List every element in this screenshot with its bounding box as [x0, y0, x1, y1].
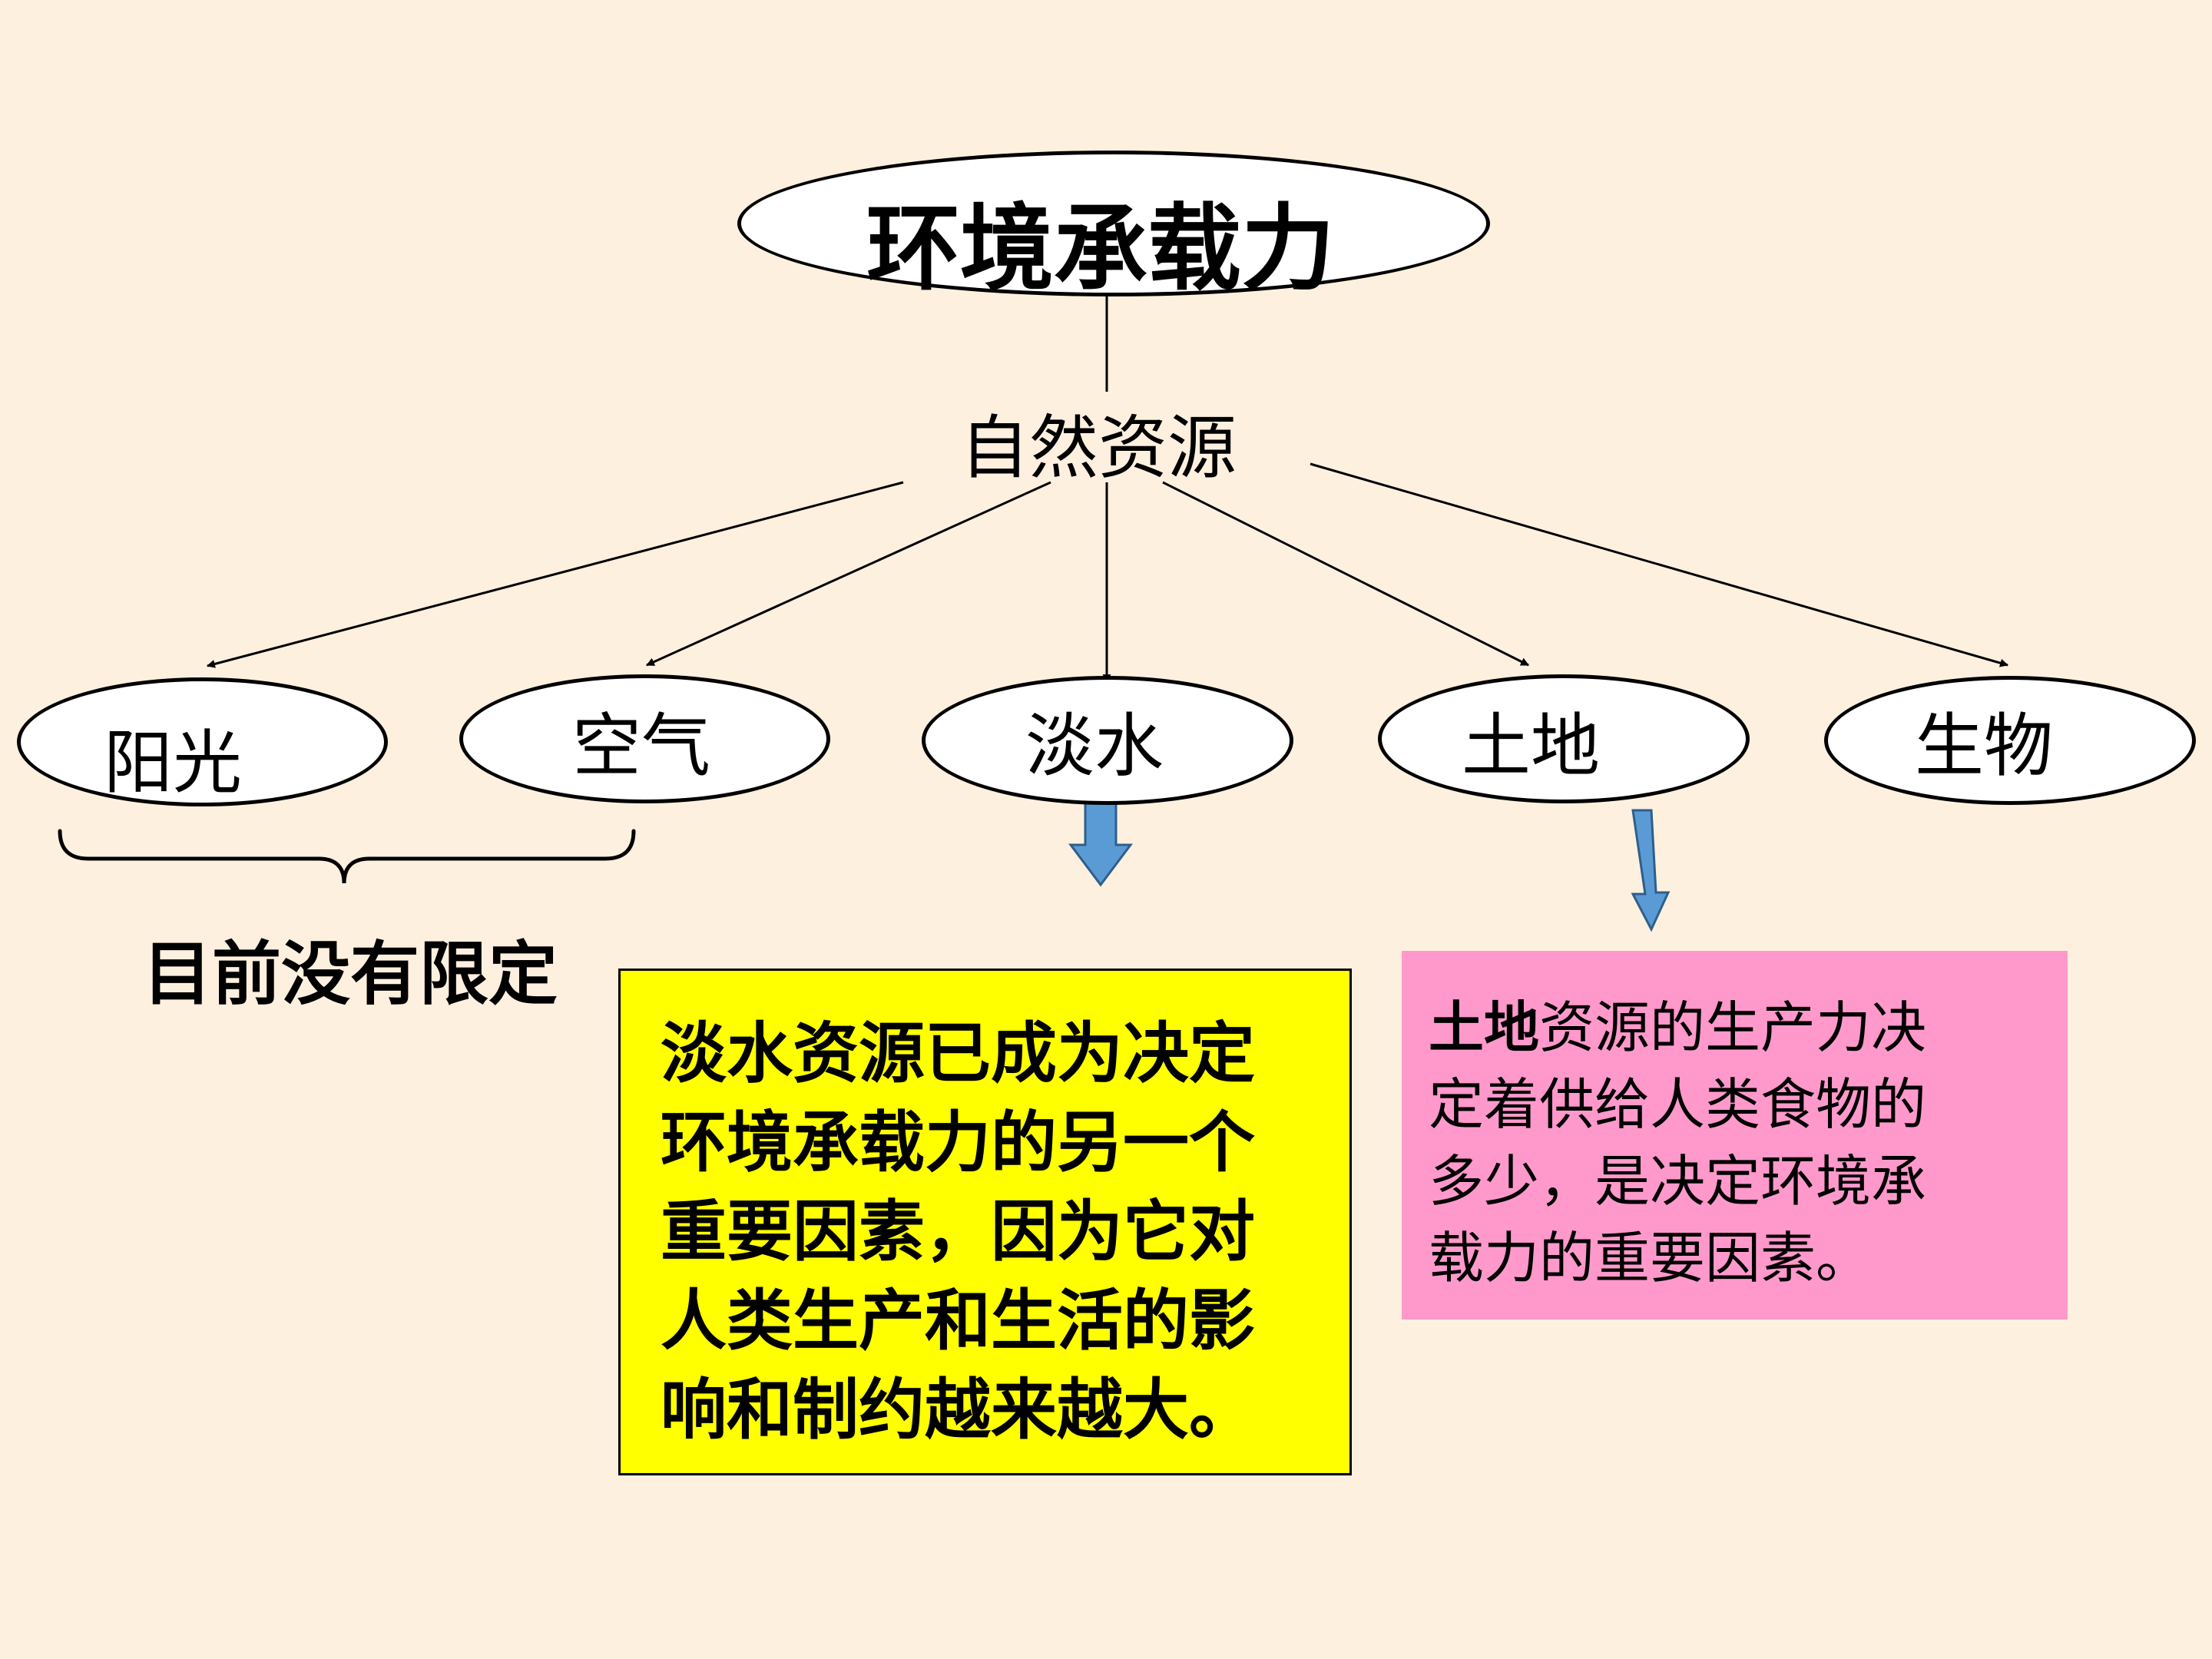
- resource-label-land: 土地: [1462, 706, 1600, 786]
- resource-node-freshwater: [922, 676, 1293, 805]
- resource-node-sunlight: [17, 677, 388, 806]
- land-note-text: 土地资源的生产力决 定着供给人类食物的 多少，是决定环境承 载力的重要因素。: [1429, 989, 2068, 1296]
- resource-node-land: [1378, 674, 1750, 803]
- arrow-to-sunlight: [206, 481, 904, 668]
- grouping-brace: [58, 829, 636, 884]
- freshwater-down-arrow: [1068, 791, 1133, 887]
- resource-node-air: [459, 674, 830, 803]
- land-note-box: 土地资源的生产力决 定着供给人类食物的 多少，是决定环境承 载力的重要因素。: [1402, 951, 2068, 1320]
- arrow-to-land: [1162, 481, 1529, 667]
- resource-label-biology: 生物: [1915, 706, 2053, 786]
- freshwater-note-box: 淡水资源已成为决定 环境承载力的另一个 重要因素，因为它对 人类生产和生活的影 …: [618, 969, 1352, 1475]
- land-note-emphasis: 土地: [1429, 995, 1540, 1060]
- arrow-to-biology: [1310, 462, 2009, 667]
- land-note-body: 资源的生产力决 定着供给人类食物的 多少，是决定环境承 载力的重要因素。: [1429, 995, 1927, 1290]
- hub-label: 自然资源: [960, 408, 1237, 488]
- resource-label-freshwater: 淡水: [1025, 706, 1164, 786]
- root-node: [737, 151, 1490, 296]
- resource-label-sunlight: 阳光: [104, 723, 242, 803]
- resource-label-air: 空气: [572, 706, 710, 786]
- freshwater-note-text: 淡水资源已成为决定 环境承载力的另一个 重要因素，因为它对 人类生产和生活的影 …: [661, 1015, 1255, 1449]
- root-label: 环境承载力: [866, 193, 1335, 303]
- land-down-arrow: [1631, 809, 1671, 932]
- arrow-to-air: [645, 481, 1051, 667]
- resource-node-biology: [1824, 676, 2196, 805]
- no-limit-note: 目前没有限定: [143, 933, 558, 1015]
